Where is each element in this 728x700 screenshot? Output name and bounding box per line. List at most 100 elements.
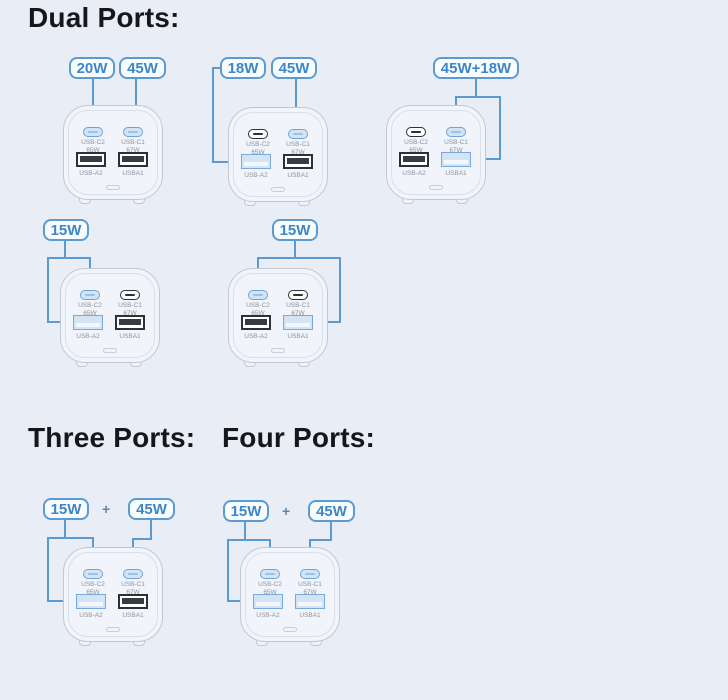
charger-face [391,110,481,195]
usb-a1-port [115,315,145,330]
connector-line [47,537,94,539]
usb-a1-port [118,594,148,609]
connector-line [64,241,66,259]
charger-led-indicator [283,627,297,632]
connector-line [64,520,66,539]
usb-a2-label: USB-A2 [256,611,280,619]
wattage-label-15w: 15W [43,219,89,241]
connector-line [135,79,137,127]
connector-line [309,539,332,541]
usb-c1-port [446,127,466,137]
plus-sign: + [102,501,111,517]
connector-line [132,538,152,540]
usb-a1-label: USBA1 [445,169,467,177]
usb-a1-port [283,154,313,169]
connector-line [92,79,94,127]
connector-line [227,539,229,602]
charger-led-indicator [271,187,285,192]
connector-line [295,79,297,129]
usb-a2-port [76,594,106,609]
usb-c2-port [406,127,426,137]
usb-a1-port [441,152,471,167]
usb-a2-label: USB-A2 [76,332,100,340]
wattage-label-45w: 45W [271,57,317,79]
charger-face [233,112,323,197]
usb-a2-label: USB-A2 [402,169,426,177]
connector-line [47,257,91,259]
usb-c2-port [248,290,268,300]
usb-c1-port [288,290,308,300]
charger-led-indicator [429,185,443,190]
charger-led-indicator [271,348,285,353]
usb-a1-port [283,315,313,330]
connector-line [227,539,271,541]
connector-line [47,257,49,323]
wattage-label-15w: 15W [223,500,269,522]
usb-c1-port [123,127,143,137]
usb-a1-label: USBA1 [122,611,144,619]
usb-c2-port [260,569,280,579]
connector-line [244,522,246,541]
wattage-label-18w: 18W [220,57,266,79]
usb-a2-port [253,594,283,609]
usb-c2-port [80,290,100,300]
wattage-label-45w-18w: 45W+18W [433,57,519,79]
usb-a2-label: USB-A2 [79,169,103,177]
charger-face [68,552,158,637]
usb-a2-port [241,315,271,330]
charger-face [65,273,155,358]
usb-a2-port [73,315,103,330]
connector-line [212,161,243,163]
usb-a2-label: USB-A2 [244,332,268,340]
heading-dual-ports: Dual Ports: [28,2,180,33]
usb-c1-port [120,290,140,300]
wattage-label-15w: 15W [43,498,89,520]
connector-line [475,79,477,98]
usb-a1-label: USBA1 [119,332,141,340]
connector-line [212,67,214,163]
charger-led-indicator [106,185,120,190]
connector-line [455,96,501,98]
connector-line [294,241,296,259]
charger-led-indicator [103,348,117,353]
usb-a1-label: USBA1 [299,611,321,619]
usb-a2-label: USB-A2 [79,611,103,619]
usb-a2-port [399,152,429,167]
connector-line [150,520,152,540]
wattage-label-45w: 45W [119,57,166,79]
usb-c1-port [288,129,308,139]
usb-a1-port [295,594,325,609]
heading-four-ports: Four Ports: [222,422,376,453]
charger-face [68,110,158,195]
plus-sign: + [282,503,291,519]
connector-line [330,522,332,541]
usb-a2-label: USB-A2 [244,171,268,179]
charger-face [245,552,335,637]
connector-line [47,600,77,602]
usb-a1-port [118,152,148,167]
connector-line [212,67,222,69]
usb-a2-port [76,152,106,167]
connector-line [499,96,501,160]
usb-a2-port [241,154,271,169]
connector-line [339,257,341,323]
usb-c1-port [123,569,143,579]
usb-c2-port [248,129,268,139]
